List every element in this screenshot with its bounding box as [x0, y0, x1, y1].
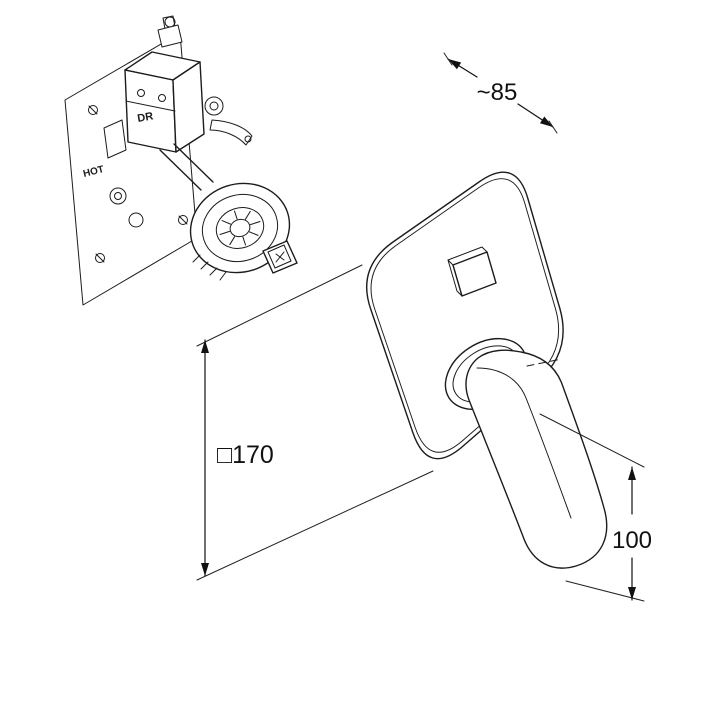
valve-neck-line — [159, 149, 202, 191]
dim-85-tick — [443, 52, 453, 66]
dimension-depth: ~85 — [443, 52, 558, 134]
diverter-button-top-edge — [447, 246, 488, 266]
valve-label-hot: HOT — [82, 164, 105, 180]
dim-100-label: 100 — [612, 527, 652, 554]
lever-handle-centerline — [526, 358, 563, 367]
cartridge-hatching — [192, 254, 227, 281]
cartridge — [189, 182, 298, 281]
mounting-screw — [178, 215, 188, 225]
dim-170-extension-top — [196, 264, 363, 347]
valve-body-bolt — [137, 89, 145, 97]
cartridge-spindle — [262, 240, 298, 274]
cartridge-hub — [229, 218, 251, 238]
valve-body-detail-line — [125, 100, 176, 112]
valve-port-center — [114, 192, 122, 200]
valve-body-bolt — [158, 94, 166, 102]
dimension-plate: □170 — [196, 264, 434, 581]
valve-label-dr: DR — [136, 110, 154, 125]
valve-port — [128, 212, 144, 228]
dim-85-arrow-lower — [517, 103, 554, 128]
valve-nut-center — [209, 101, 219, 111]
dim-170-extension-bottom — [196, 470, 434, 581]
lever-handle-outline — [465, 349, 608, 569]
dimension-handle: 100 — [539, 413, 652, 602]
dim-85-arrow-upper — [447, 58, 478, 78]
valve-nut — [204, 96, 224, 116]
cartridge-splines — [219, 210, 261, 246]
mounting-screw — [95, 253, 105, 263]
dim-170-label: □170 — [217, 441, 274, 469]
valve-assembly-drawing: DR HOT — [64, 15, 298, 306]
cartridge-ring — [215, 207, 265, 249]
dim-100-extension-top — [539, 413, 645, 468]
diverter-button-side-edge — [447, 259, 463, 297]
valve-left-bracket — [103, 119, 127, 159]
lever-handle-ridge — [476, 367, 572, 519]
valve-neck-line — [173, 143, 214, 183]
cartridge-ring — [201, 193, 279, 263]
dim-85-label: ~85 — [477, 79, 518, 106]
valve-body: DR HOT — [82, 15, 253, 228]
dim-85-tick — [548, 120, 558, 134]
valve-port — [109, 187, 127, 205]
valve-lever-arm-pin — [244, 135, 252, 143]
diverter-button — [447, 246, 497, 297]
valve-body-right-face — [172, 61, 205, 153]
trim-plate — [365, 171, 608, 569]
diverter-button-face — [452, 251, 497, 297]
valve-lever-arm — [209, 119, 253, 146]
valve-cap — [157, 24, 183, 48]
lever-handle — [465, 349, 608, 569]
mounting-screw — [88, 105, 98, 115]
